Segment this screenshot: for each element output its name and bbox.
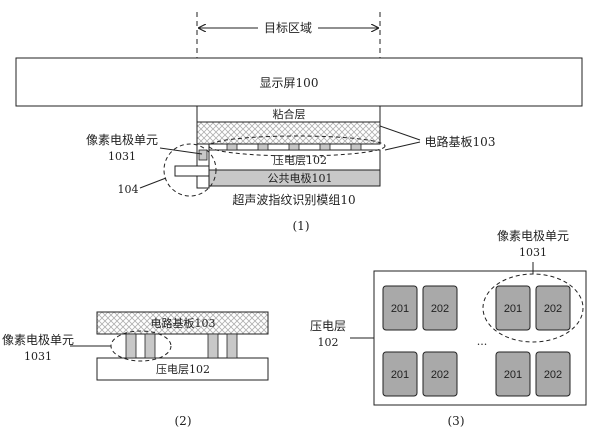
pixel-electrode-unit-label-3: 像素电极单元: [497, 229, 569, 243]
pixel-electrode: [226, 143, 238, 151]
figure-1: 目标区域 显示屏100 粘合层 压电层102 公共电极101 104 像素: [15, 12, 583, 233]
pixel-electrode-number-3: 1031: [519, 246, 547, 259]
cell-201: [495, 285, 531, 331]
cell-202: [535, 351, 571, 397]
connector-horizontal: [174, 165, 210, 177]
circuit-substrate: [196, 121, 381, 145]
pixel-electrode-number-2: 1031: [24, 350, 52, 363]
pixel-electrode-number: 1031: [108, 150, 136, 163]
cell-202-label: 202: [431, 303, 449, 315]
pixel-electrode-pillar: [226, 333, 238, 359]
leader-1031: [159, 147, 203, 155]
pixel-electrode: [288, 143, 300, 151]
cell-202: [422, 285, 458, 331]
cell-201: [382, 351, 418, 397]
piezo-label-3: 压电层: [310, 319, 346, 333]
figure-2-caption: (2): [175, 414, 192, 428]
pixel-electrode: [350, 143, 362, 151]
leader-103b: [384, 141, 421, 151]
connector-pad: [198, 149, 208, 161]
figure-3-caption: (3): [448, 414, 465, 428]
display-screen-label: 显示屏100: [260, 76, 319, 90]
target-region-label: 目标区域: [264, 21, 312, 35]
module-label: 超声波指纹识别模组10: [232, 192, 355, 207]
pixel-electrode: [319, 143, 331, 151]
ellipsis: ...: [477, 335, 488, 348]
cell-202: [422, 351, 458, 397]
cell-201: [382, 285, 418, 331]
electrode-ellipse: [208, 135, 386, 157]
pixel-electrode-unit-label: 像素电极单元: [86, 133, 158, 147]
circuit-substrate-2: [96, 311, 269, 335]
cell-201: [495, 351, 531, 397]
connector-104-circle: [163, 143, 217, 197]
common-electrode-label: 公共电极101: [268, 171, 333, 185]
cell-202-label: 202: [431, 369, 449, 381]
adhesive-layer-label: 粘合层: [273, 107, 306, 121]
cell-202-label: 202: [544, 369, 562, 381]
pixel-electrode: [257, 143, 269, 151]
cell-201-label: 201: [504, 369, 522, 381]
piezo-layer-2: [96, 357, 269, 381]
display-screen: [15, 57, 583, 107]
cell-201-label: 201: [504, 303, 522, 315]
figure-2: 电路基板103 压电层102 像素电极单元 1031 (2): [2, 311, 269, 428]
leader-104: [139, 177, 167, 189]
pixel-electrode-unit-label-2: 像素电极单元: [2, 333, 74, 347]
piezo-layer-label: 压电层102: [273, 154, 327, 167]
cell-202-label: 202: [544, 303, 562, 315]
cell-201-label: 201: [391, 369, 409, 381]
circuit-substrate-2-label: 电路基板103: [151, 316, 216, 330]
leader-103: [379, 125, 421, 141]
label-104: 104: [118, 183, 139, 196]
pixel-electrode-pillar: [144, 333, 156, 359]
electrode-pair-ellipse: [110, 330, 172, 362]
circuit-substrate-label: 电路基板103: [425, 134, 496, 149]
pixel-electrode-pillar: [207, 333, 219, 359]
piezo-layer-2-label: 压电层102: [156, 363, 210, 376]
pixel-electrode-pillar: [125, 333, 137, 359]
cell-201-label: 201: [391, 303, 409, 315]
figure-3: 201 202 201 202 201 202 201 202 ... 像素电极…: [310, 229, 587, 428]
cell-202: [535, 285, 571, 331]
piezo-number-3: 102: [318, 336, 339, 349]
figure-1-caption: (1): [293, 219, 310, 233]
